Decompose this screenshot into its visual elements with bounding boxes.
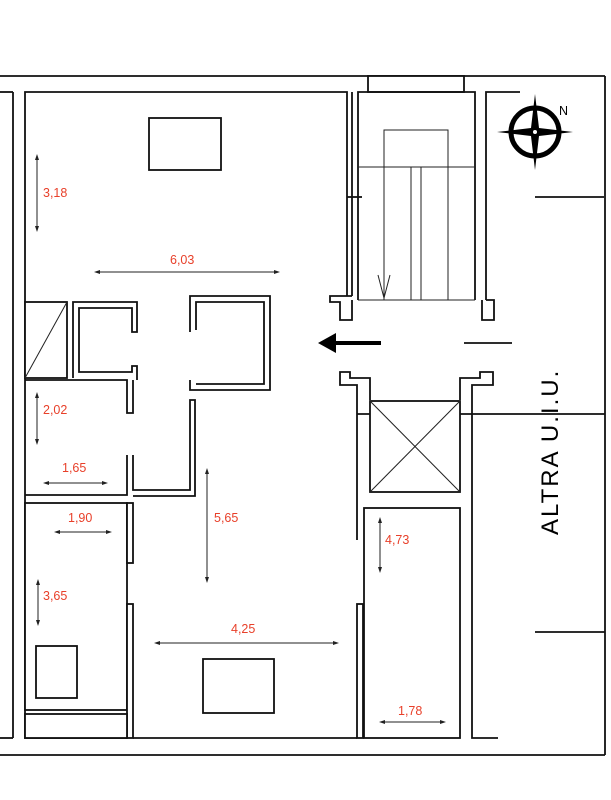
partitions (24, 295, 357, 739)
dim-living-height: 3,18 (43, 186, 67, 200)
building-outline (0, 75, 606, 756)
dim-living-width: 6,03 (170, 253, 194, 267)
room-table (202, 658, 275, 714)
bed (35, 645, 78, 699)
staircase (329, 75, 604, 321)
dim-side-room-width: 1,78 (398, 704, 422, 718)
neighbor-unit-label: ALTRA U.I.U. (537, 369, 564, 535)
dim-bedroom-width: 1,90 (68, 511, 92, 525)
dim-room-width: 4,25 (231, 622, 255, 636)
living-room (24, 91, 353, 296)
arrow-left-icon (318, 333, 381, 353)
dim-bedroom-height: 3,65 (43, 589, 67, 603)
dim-side-room-height: 4,73 (385, 533, 409, 547)
dim-hall-height: 5,65 (214, 511, 238, 525)
north-label: N (559, 104, 568, 118)
dim-bath-width: 1,65 (62, 461, 86, 475)
table (148, 117, 222, 171)
dim-bath-height: 2,02 (43, 403, 67, 417)
compass-rose-icon: N (497, 94, 573, 170)
dimensions: 3,18 6,03 2,02 1,65 1,90 5,65 3,65 4,25 … (35, 154, 446, 724)
